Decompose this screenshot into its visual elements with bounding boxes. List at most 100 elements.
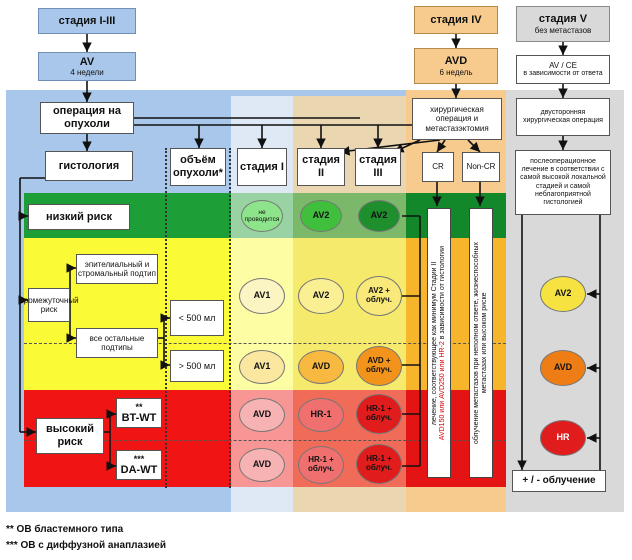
int-row-divider: [24, 343, 506, 344]
stage-iv-cr-treatment-text: лечение, соответствующее как минимум Ста…: [431, 246, 447, 440]
epithelial-subtype-label: эпителиальный и стромальный подтип: [78, 259, 156, 278]
stage-v-radiation-box: + / - облучение: [512, 470, 606, 492]
treatment-da-stage3-text: HR-1 + облуч.: [366, 454, 392, 472]
stage2-band-overlay: [293, 193, 350, 487]
treatment-bt-stage1: AVD: [239, 398, 285, 432]
treatment-int1-stage2-text: AV2: [312, 290, 330, 301]
treatment-bt-stage2-text: HR-1: [310, 409, 332, 420]
treatment-low-stage3: AV2: [358, 200, 400, 232]
stage-v-avd: AVD: [540, 350, 586, 386]
volume-lt500-box: < 500 мл: [170, 300, 224, 336]
stage-iv-title: стадия IV: [430, 13, 482, 26]
treatment-int2-stage2-text: AVD: [311, 361, 331, 372]
stage-v-chemo-box: AV / CE в зависимости от ответа: [516, 55, 610, 84]
treatment-int1-stage1-text: AV1: [253, 290, 271, 301]
treatment-low-stage1: не проводится: [241, 200, 283, 232]
treatment-bt-stage2: HR-1: [298, 398, 344, 432]
stage-v-surgery: двусторонняя хирургическая операция: [523, 108, 603, 124]
bt-wt-box: ** BT-WT: [116, 398, 162, 428]
stage-i-iii-surgery-box: операция на опухоли: [40, 102, 134, 134]
high-row-divider: [24, 440, 506, 441]
stage-iv-chemo-duration: 6 недель: [439, 67, 473, 77]
stage-v-hr-text: HR: [556, 432, 570, 443]
stage-iv-surgery: хирургическая операция и метастазэктомия: [425, 105, 489, 133]
stage-v-av2-text: AV2: [554, 288, 572, 299]
stage-v-header: стадия V без метастазов: [516, 6, 610, 42]
column-stage2-header: стадия II: [297, 148, 345, 186]
stage-iv-cr-histology-note: в зависимости от гистологии: [439, 245, 446, 342]
treatment-int1-stage1: AV1: [239, 278, 285, 314]
treatment-int1-stage3: AV2 + облуч.: [356, 276, 402, 316]
treatment-bt-stage1-text: AVD: [252, 409, 272, 420]
volume-gt500-box: > 500 мл: [170, 350, 224, 382]
treatment-da-stage3: HR-1 + облуч.: [356, 444, 402, 484]
treatment-int1-stage3-text: AV2 + облуч.: [366, 286, 392, 304]
stage-v-chemo: AV / CE: [549, 60, 577, 70]
stage-iv-cr-box: CR: [422, 152, 454, 182]
low-risk-label: низкий риск: [45, 210, 113, 223]
stage-iv-chemo-box: AVD 6 недель: [414, 48, 498, 84]
other-subtypes-label: все остальные подтипы: [89, 333, 145, 352]
stage-iv-cr-line2: AVD150 или AVD250 или HR-2 в зависимости…: [439, 246, 447, 440]
high-risk-box: высокий риск: [36, 418, 104, 454]
da-wt-mark: ***: [133, 453, 145, 464]
bt-wt-mark: **: [135, 401, 143, 412]
da-wt-label: DA-WT: [120, 463, 158, 476]
other-subtypes-box: все остальные подтипы: [76, 328, 158, 358]
column-stage3-header: стадия III: [355, 148, 401, 186]
da-wt-box: *** DA-WT: [116, 450, 162, 480]
column-stage2-label: стадия II: [302, 154, 340, 179]
stage-iv-cr-treatment-box: лечение, соответствующее как минимум Ста…: [427, 208, 451, 478]
intermediate-risk-label: промежуточный риск: [19, 295, 79, 314]
volume-column-divider-right: [229, 148, 231, 488]
column-stage1-label: стадия I: [240, 160, 284, 173]
stage-iv-non-cr-box: Non-CR: [462, 152, 500, 182]
stage-v-chemo-note: в зависимости от ответа: [523, 70, 603, 78]
stage-v-postop-box: послеоперационное лечение в соответствии…: [515, 150, 611, 215]
column-stage1-header: стадия I: [237, 148, 287, 186]
stage-iv-header: стадия IV: [414, 6, 498, 34]
treatment-bt-stage3-text: HR-1 + облуч.: [366, 404, 392, 422]
footnote-blastemal: ** ОВ бластемного типа: [6, 524, 124, 535]
stage-iv-cr-regimens: AVD150 или AVD250 или HR-2: [439, 341, 446, 441]
stage-iv-noncr-line1: облучение метастазов при неполном ответе…: [472, 241, 480, 445]
stage-i-iii-surgery: операция на опухоли: [52, 105, 122, 130]
bt-wt-label: BT-WT: [121, 411, 157, 424]
stage-v-postop: послеоперационное лечение в соответствии…: [520, 158, 606, 206]
stage-v-av2: AV2: [540, 276, 586, 312]
tumor-volume-box: объём опухоли*: [170, 148, 226, 186]
treatment-int2-stage3: AVD + облуч.: [356, 346, 402, 386]
volume-lt500-label: < 500 мл: [178, 312, 216, 323]
histology-label: гистология: [58, 159, 120, 172]
stage3-band-overlay: [350, 193, 406, 487]
treatment-int2-stage2: AVD: [298, 350, 344, 384]
stage-i-iii-chemo-duration: 4 недели: [70, 68, 104, 78]
tumor-volume-label: объём опухоли*: [173, 154, 223, 179]
stage-iv-non-cr-treatment-text: облучение метастазов при неполном ответе…: [473, 242, 489, 444]
treatment-da-stage2-text: HR-1 + облуч.: [308, 455, 334, 473]
treatment-da-stage1: AVD: [239, 448, 285, 482]
treatment-low-stage2-text: AV2: [312, 210, 330, 221]
treatment-da-stage1-text: AVD: [252, 459, 272, 470]
column-stage3-label: стадия III: [359, 154, 397, 179]
treatment-low-stage1-text: не проводится: [244, 208, 280, 223]
treatment-int2-stage1-text: AV1: [253, 361, 271, 372]
treatment-int2-stage1: AV1: [239, 350, 285, 384]
treatment-low-stage2: AV2: [300, 200, 342, 232]
histology-box: гистология: [45, 151, 133, 181]
low-risk-label-box: низкий риск: [28, 204, 130, 230]
stage-iv-non-cr: Non-CR: [466, 162, 496, 172]
stage-iv-chemo: AVD: [444, 55, 468, 68]
footnote-diffuse-anaplasia: *** ОВ с диффузной анаплазией: [6, 540, 166, 551]
stage-i-iii-header: стадия I-III: [38, 8, 136, 34]
treatment-low-stage3-text: AV2: [370, 210, 388, 221]
stage1-band-overlay: [231, 193, 293, 487]
stage-iv-noncr-line2: метастазах или высоком риске: [481, 292, 488, 394]
stage-iv-surgery-box: хирургическая операция и метастазэктомия: [412, 98, 502, 140]
epithelial-subtype-box: эпителиальный и стромальный подтип: [76, 254, 158, 284]
high-risk-label: высокий риск: [45, 423, 95, 448]
stage-v-hr: HR: [540, 420, 586, 456]
treatment-da-stage2: HR-1 + облуч.: [298, 446, 344, 484]
stage-i-iii-chemo: AV: [79, 55, 95, 68]
